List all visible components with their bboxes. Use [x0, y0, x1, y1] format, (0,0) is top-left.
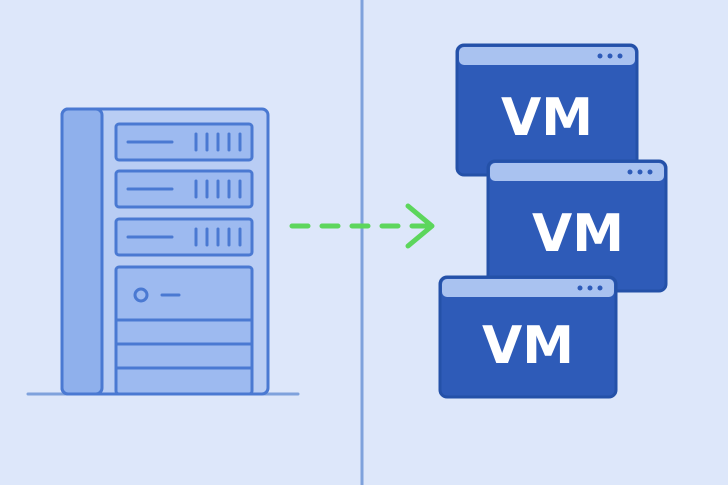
vm-window: VM	[455, 43, 639, 177]
window-dot-icon	[577, 285, 583, 291]
server-side-panel	[60, 107, 104, 396]
window-dot-icon	[597, 53, 603, 59]
vm-label: VM	[482, 316, 574, 376]
drive-bay	[114, 169, 254, 209]
vm-label: VM	[501, 88, 593, 148]
storage-unit	[114, 265, 254, 396]
window-dot-icon	[597, 285, 603, 291]
window-dot-icon	[607, 53, 613, 59]
server-rack-icon	[26, 107, 300, 396]
drive-bay	[114, 122, 254, 162]
drive-bay	[114, 217, 254, 257]
window-dot-icon	[617, 53, 623, 59]
vm-window: VM	[486, 159, 668, 293]
dashed-arrow-right-icon	[289, 203, 435, 249]
vm-label: VM	[532, 204, 624, 264]
window-dot-icon	[647, 169, 653, 175]
vm-window: VM	[438, 275, 618, 399]
power-indicator-icon	[133, 287, 149, 303]
window-dot-icon	[627, 169, 633, 175]
window-dot-icon	[637, 169, 643, 175]
window-dot-icon	[587, 285, 593, 291]
